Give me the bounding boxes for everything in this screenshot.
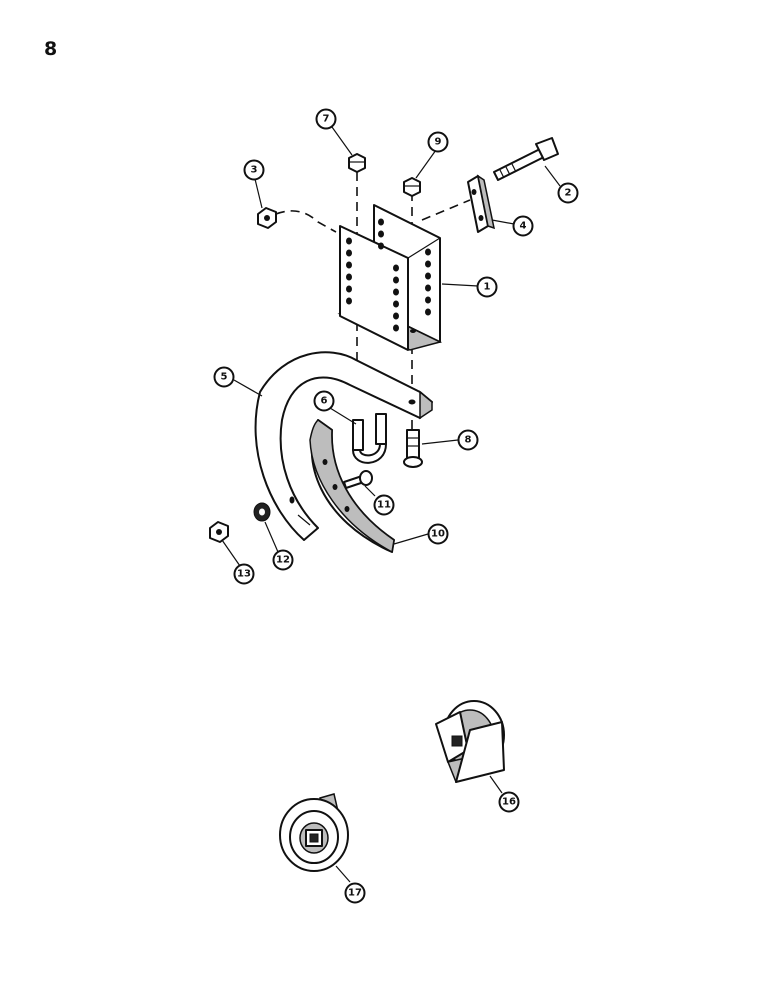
part-13-nut bbox=[209, 521, 229, 543]
svg-text:3: 3 bbox=[251, 165, 258, 176]
callout-10: 10 bbox=[427, 523, 449, 545]
svg-text:10: 10 bbox=[431, 529, 445, 540]
svg-text:16: 16 bbox=[502, 797, 516, 808]
part-7-nut bbox=[348, 153, 366, 173]
svg-text:1: 1 bbox=[484, 282, 491, 293]
callout-7: 7 bbox=[315, 108, 337, 130]
callout-3: 3 bbox=[243, 159, 265, 181]
part-4-strap-plate bbox=[467, 174, 496, 233]
page-number: 8 bbox=[44, 38, 58, 60]
part-11-small-bolt bbox=[343, 470, 373, 489]
callout-8: 8 bbox=[457, 429, 479, 451]
callouts: 1 2 3 4 5 6 7 8 9 10 11 12 13 16 17 bbox=[213, 108, 579, 904]
svg-text:11: 11 bbox=[377, 500, 391, 511]
svg-text:13: 13 bbox=[237, 569, 251, 580]
svg-text:6: 6 bbox=[321, 396, 328, 407]
svg-text:4: 4 bbox=[520, 221, 527, 232]
svg-text:12: 12 bbox=[276, 555, 290, 566]
callout-1: 1 bbox=[476, 276, 498, 298]
callout-4: 4 bbox=[512, 215, 534, 237]
svg-text:5: 5 bbox=[221, 372, 228, 383]
svg-text:8: 8 bbox=[465, 435, 472, 446]
svg-text:2: 2 bbox=[565, 188, 572, 199]
part-12-lock-washer bbox=[253, 502, 271, 522]
callout-17: 17 bbox=[344, 882, 366, 904]
bracket-holes-back bbox=[378, 218, 431, 316]
callout-6: 6 bbox=[313, 390, 335, 412]
part-6-u-bolt bbox=[352, 413, 387, 464]
callout-9: 9 bbox=[427, 131, 449, 153]
callout-13: 13 bbox=[233, 563, 255, 585]
part-17-wheel-hub bbox=[279, 793, 349, 872]
part-2-bolt bbox=[493, 137, 559, 181]
part-5-shank bbox=[254, 351, 433, 541]
callout-16: 16 bbox=[498, 791, 520, 813]
leader-lines bbox=[221, 126, 561, 883]
part-8-carriage-bolt bbox=[403, 429, 423, 468]
part-3-nut bbox=[257, 207, 277, 229]
part-10-point bbox=[309, 419, 395, 554]
part-16-wheel-hub bbox=[435, 700, 505, 783]
svg-text:9: 9 bbox=[435, 137, 442, 148]
part-1-mounting-bracket bbox=[337, 204, 443, 351]
part-9-nut bbox=[403, 177, 421, 197]
callout-5: 5 bbox=[213, 366, 235, 388]
callout-2: 2 bbox=[557, 182, 579, 204]
svg-text:7: 7 bbox=[323, 114, 330, 125]
svg-text:17: 17 bbox=[348, 888, 362, 899]
bracket-holes-front bbox=[346, 237, 399, 332]
callout-12: 12 bbox=[272, 549, 294, 571]
callout-11: 11 bbox=[373, 494, 395, 516]
